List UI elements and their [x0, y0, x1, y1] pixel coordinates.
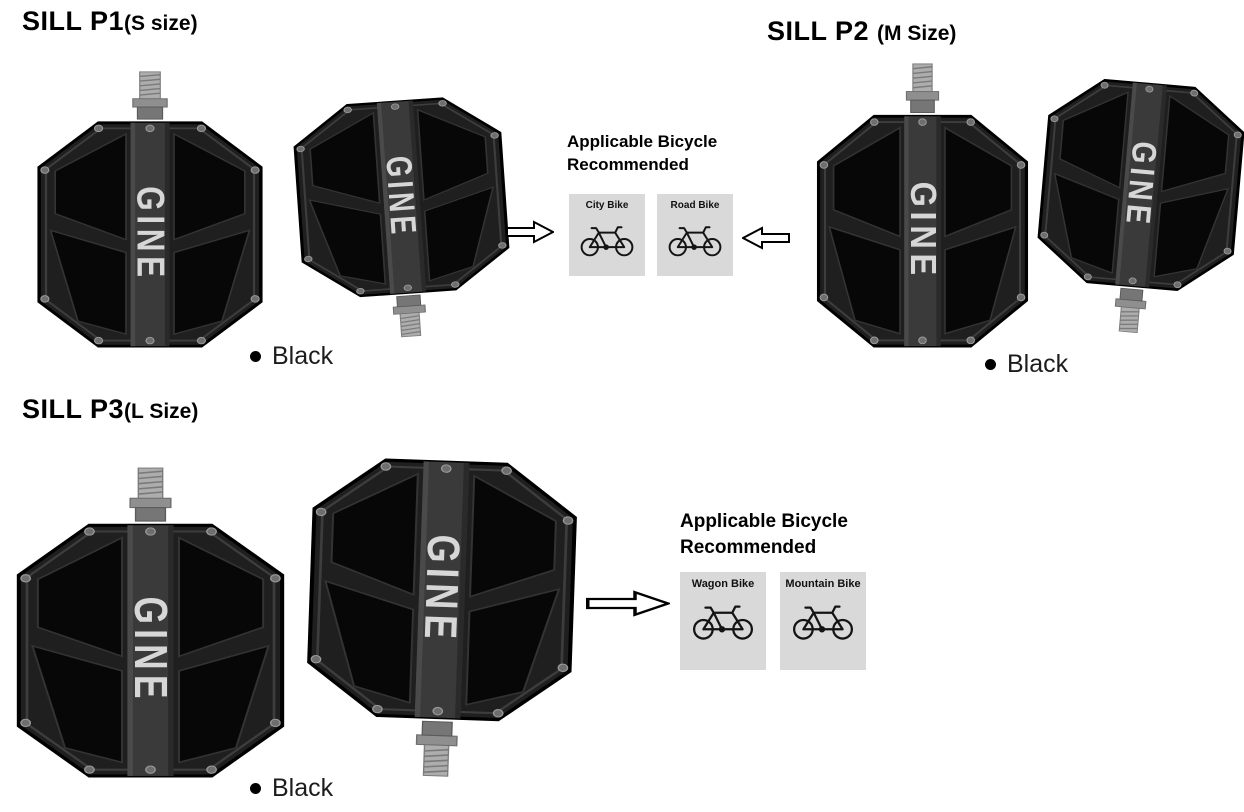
city-bike-label: City Bike — [585, 200, 629, 211]
p2-heading: SILL P2 (M Size) — [767, 16, 956, 47]
p2-pedal-top-view — [810, 62, 1035, 348]
p1-model: SILL P1 — [22, 6, 125, 36]
city-bike-icon — [580, 226, 634, 257]
color-dot — [250, 783, 261, 794]
p1-heading: SILL P1(S size) — [22, 6, 198, 37]
applicable-heading-top: Applicable Bicycle Recommended — [567, 131, 717, 177]
p3-color-note: Black — [250, 774, 333, 803]
mountain-bike-card: Mountain Bike — [780, 572, 866, 670]
p3-pedal-angled-view — [295, 455, 588, 783]
p2-size: (M Size) — [877, 22, 957, 45]
p3-heading: SILL P3(L Size) — [22, 394, 198, 425]
applicable-top-line1: Applicable Bicycle — [567, 132, 718, 151]
road-bike-card: Road Bike — [657, 194, 733, 276]
city-bike-card: City Bike — [569, 194, 645, 276]
wagon-bike-icon — [692, 605, 754, 640]
color-dot — [250, 351, 261, 362]
p3-model: SILL P3 — [22, 394, 125, 424]
p2-model: SILL P2 — [767, 16, 870, 46]
road-bike-icon — [668, 226, 722, 257]
wagon-bike-card: Wagon Bike — [680, 572, 766, 670]
p1-pedal-top-view — [30, 70, 270, 348]
p2-pedal-angled-view — [1023, 73, 1244, 342]
p2-color-label: Black — [1007, 350, 1069, 378]
p3-color-label: Black — [272, 774, 334, 802]
p2-color-note: Black — [985, 350, 1068, 379]
mountain-bike-icon — [792, 605, 854, 640]
p3-size: (L Size) — [124, 400, 199, 423]
p3-pedal-top-view — [8, 466, 293, 778]
applicable-heading-bottom: Applicable Bicycle Recommended — [680, 509, 848, 560]
mountain-bike-label: Mountain Bike — [785, 578, 861, 590]
p1-color-note: Black — [250, 342, 333, 371]
arrow-right-icon — [586, 590, 670, 617]
p1-size: (S size) — [124, 12, 198, 35]
arrow-left-icon — [742, 227, 790, 249]
applicable-bottom-line2: Recommended — [680, 536, 817, 558]
applicable-bottom-line1: Applicable Bicycle — [680, 511, 848, 532]
color-dot — [985, 359, 996, 370]
p1-color-label: Black — [272, 342, 334, 370]
applicable-top-line2: Recommended — [567, 154, 689, 174]
road-bike-label: Road Bike — [670, 200, 720, 211]
p1-pedal-angled-view — [284, 93, 522, 346]
arrow-right-icon — [506, 221, 554, 243]
wagon-bike-label: Wagon Bike — [691, 578, 755, 590]
